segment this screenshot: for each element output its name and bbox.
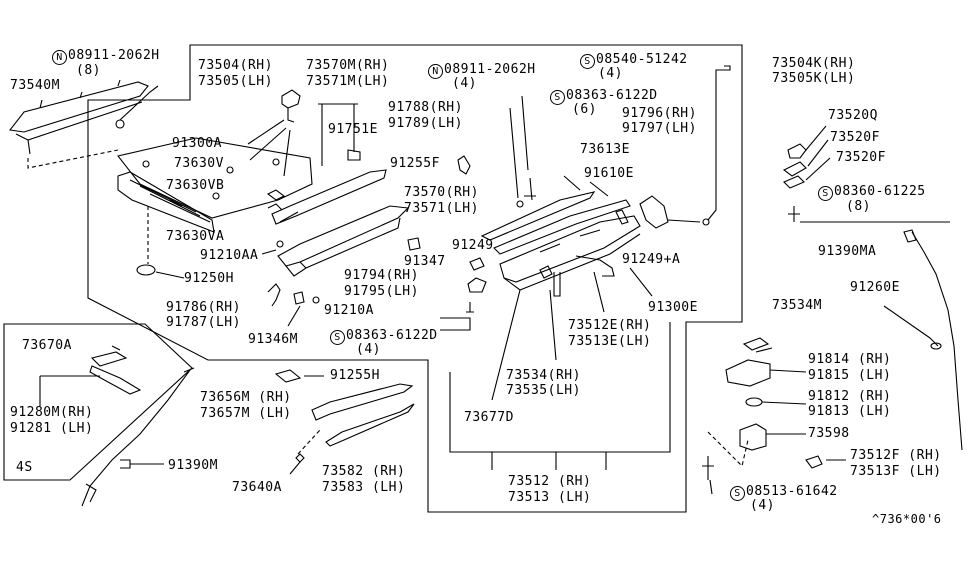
label-73570m: 73570M(RH) (306, 58, 390, 73)
label-91787: 91787(LH) (166, 315, 241, 330)
label-73582: 73582 (RH) (322, 464, 406, 479)
label-91610e: 91610E (584, 166, 634, 181)
label-73512e: 73512E(RH) (568, 318, 652, 333)
bracket-91280m (89, 365, 142, 395)
label-qty-4-right: (4) (598, 66, 623, 81)
label-73513e: 73513E(LH) (568, 334, 652, 349)
label-91813: 91813 (LH) (808, 404, 892, 419)
label-91280m: 91280M(RH) (10, 405, 94, 420)
label-91786: 91786(RH) (166, 300, 241, 315)
label-73520q: 73520Q (828, 108, 878, 123)
moulding-73540m (8, 79, 149, 155)
label-73520f-a: 73520F (830, 130, 880, 145)
label-91796: 91796(RH) (622, 106, 697, 121)
inset-4s-outline (3, 323, 193, 481)
strip-73613e (480, 191, 596, 241)
label-73640a: 73640A (232, 480, 282, 495)
label-91255f: 91255F (390, 156, 440, 171)
lower-bracket-lines (449, 322, 671, 470)
label-91797: 91797(LH) (622, 121, 697, 136)
label-91795: 91795(LH) (344, 284, 419, 299)
label-73512f: 73512F (RH) (850, 448, 942, 463)
label-73670a: 73670A (22, 338, 72, 353)
strip-73656m (311, 383, 414, 421)
hose-91390m (81, 369, 191, 507)
strip-73570 (277, 205, 410, 277)
label-73513f: 73513F (LH) (850, 464, 942, 479)
label-73613e: 73613E (580, 142, 630, 157)
label-91347: 91347 (404, 254, 446, 269)
clip-73520 (782, 125, 831, 189)
label-73630va: 73630VA (166, 229, 225, 244)
label-73571: 73571(LH) (404, 201, 479, 216)
label-qty-6: (6) (572, 102, 597, 117)
label-91814: 91814 (RH) (808, 352, 892, 367)
label-73505: 73505(LH) (198, 74, 273, 89)
label-91250h: 91250H (184, 271, 234, 286)
label-73583: 73583 (LH) (322, 480, 406, 495)
label-91281: 91281 (LH) (10, 421, 94, 436)
strip-73570m (271, 169, 387, 225)
label-73677d: 73677D (464, 410, 514, 425)
label-qty-4-bot: (4) (356, 342, 381, 357)
label-qty-8-right: (8) (846, 199, 871, 214)
label-73598: 73598 (808, 426, 850, 441)
label-qty-4-08513: (4) (750, 498, 775, 513)
label-73571m: 73571M(LH) (306, 74, 390, 89)
label-73570: 73570(RH) (404, 185, 479, 200)
label-73504k: 73504K(RH) (772, 56, 856, 71)
strip-73582 (325, 403, 415, 447)
label-91300a: 91300A (172, 136, 222, 151)
footer-code: ^736*00'6 (872, 512, 942, 526)
label-91346m: 91346M (248, 332, 298, 347)
label-qty-8-left: (8) (76, 63, 101, 78)
label-73656m: 73656M (RH) (200, 390, 292, 405)
strip-91610e (493, 199, 631, 255)
leader-08911 (119, 85, 159, 121)
label-73535: 73535(LH) (506, 383, 581, 398)
label-73540m: 73540M (10, 78, 60, 93)
label-73520f-b: 73520F (836, 150, 886, 165)
label-73534: 73534(RH) (506, 368, 581, 383)
label-91260e: 91260E (850, 280, 900, 295)
label-73534m: 73534M (772, 298, 822, 313)
roof-panel-73504 (117, 137, 313, 233)
label-91255h: 91255H (330, 368, 380, 383)
label-91812: 91812 (RH) (808, 389, 892, 404)
label-73630vb: 73630VB (166, 178, 225, 193)
main-group-outline (87, 44, 743, 513)
rail-73512 (499, 215, 641, 291)
label-91249: 91249 (452, 238, 494, 253)
label-73513: 73513 (LH) (508, 490, 592, 505)
label-91249a: 91249+A (622, 252, 681, 267)
label-91788: 91788(RH) (388, 100, 463, 115)
hose-91390ma (911, 231, 963, 451)
label-91751e: 91751E (328, 122, 378, 137)
label-73630v: 73630V (174, 156, 224, 171)
label-91815: 91815 (LH) (808, 368, 892, 383)
label-91390ma: 91390MA (818, 244, 877, 259)
label-qty-4-mid: (4) (452, 76, 477, 91)
label-91789: 91789(LH) (388, 116, 463, 131)
label-91210a: 91210A (324, 303, 374, 318)
label-tag-4s: 4S (16, 460, 33, 475)
label-73512: 73512 (RH) (508, 474, 592, 489)
label-73504: 73504(RH) (198, 58, 273, 73)
label-73657m: 73657M (LH) (200, 406, 292, 421)
label-91210aa: 91210AA (200, 248, 259, 263)
label-91794: 91794(RH) (344, 268, 419, 283)
label-91300e: 91300E (648, 300, 698, 315)
label-91390m: 91390M (168, 458, 218, 473)
label-73505k: 73505K(LH) (772, 71, 856, 86)
